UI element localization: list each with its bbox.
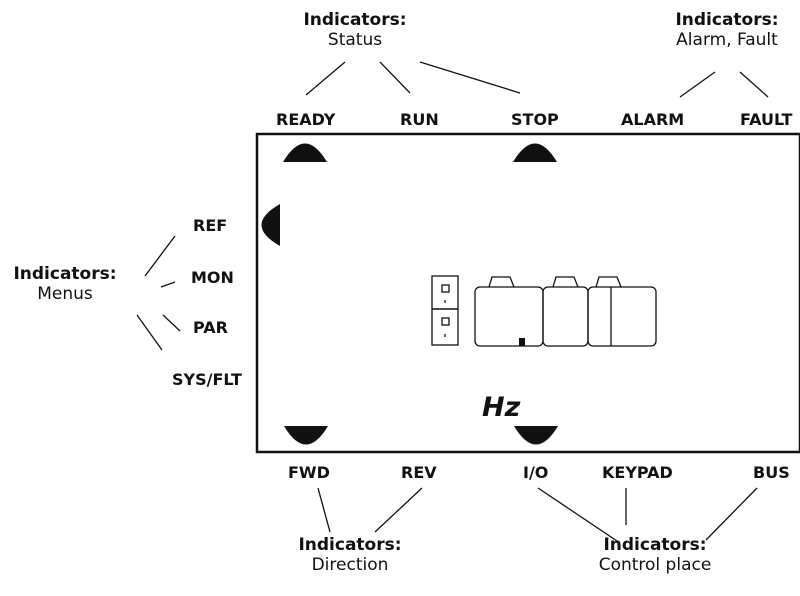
connector-bus <box>705 487 758 541</box>
io-indicator-arrow <box>514 426 558 445</box>
small-segment-lower <box>431 308 459 346</box>
large-segment-1 <box>474 286 544 347</box>
label-io: I/O <box>523 463 549 482</box>
label-keypad: KEYPAD <box>602 463 673 482</box>
connector-menu-sysflt <box>136 314 163 351</box>
connector-menu-par <box>162 314 181 332</box>
label-fwd: FWD <box>288 463 330 482</box>
direction-group-title: Indicators: <box>298 535 402 555</box>
menus-group-subtitle: Menus <box>37 284 93 304</box>
alarm-group-subtitle: Alarm, Fault <box>676 30 778 50</box>
menu-indicator-arrow <box>261 204 280 246</box>
label-alarm: ALARM <box>621 110 685 129</box>
decimal-point <box>519 338 525 346</box>
connector-menu-mon <box>160 281 176 288</box>
connector-status-ready <box>305 61 346 96</box>
alarm-fault-indicators-group: Indicators: Alarm, Fault <box>657 10 797 50</box>
status-group-title: Indicators: <box>303 10 407 30</box>
control-place-indicators-group: Indicators: Control place <box>585 535 725 575</box>
direction-group-subtitle: Direction <box>311 555 389 575</box>
ready-indicator-arrow <box>283 143 327 162</box>
label-sys-flt: SYS/FLT <box>172 370 242 389</box>
connector-fault <box>739 71 769 98</box>
control-group-subtitle: Control place <box>598 555 712 575</box>
connector-lines <box>136 61 769 544</box>
label-run: RUN <box>400 110 439 129</box>
label-ready: READY <box>276 110 336 129</box>
control-group-title: Indicators: <box>603 535 707 555</box>
segment-graphic <box>431 275 657 347</box>
stop-indicator-arrow <box>513 143 557 162</box>
alarm-group-title: Indicators: <box>675 10 779 30</box>
connector-fwd <box>317 487 331 533</box>
fwd-indicator-arrow <box>284 426 328 445</box>
direction-indicators-group: Indicators: Direction <box>290 535 410 575</box>
indicator-arrows <box>261 143 558 445</box>
label-ref: REF <box>193 216 228 235</box>
connector-alarm <box>679 71 716 98</box>
label-bus: BUS <box>753 463 790 482</box>
status-group-subtitle: Status <box>327 30 383 50</box>
label-par: PAR <box>193 318 228 337</box>
label-mon: MON <box>191 268 234 287</box>
menus-group-title: Indicators: <box>13 264 117 284</box>
connector-rev <box>374 487 423 533</box>
connector-io <box>537 487 621 544</box>
connector-menu-ref <box>144 235 176 277</box>
connector-status-run <box>379 61 411 94</box>
label-fault: FAULT <box>740 110 793 129</box>
menus-indicators-group: Indicators: Menus <box>0 264 130 304</box>
status-indicators-group: Indicators: Status <box>300 10 410 50</box>
connector-status-stop <box>419 61 521 94</box>
label-stop: STOP <box>511 110 559 129</box>
large-segment-3 <box>587 286 657 347</box>
large-segment-2 <box>542 286 589 347</box>
display-unit-hz: Hz <box>482 392 521 423</box>
label-rev: REV <box>401 463 437 482</box>
display-frame <box>255 132 800 454</box>
